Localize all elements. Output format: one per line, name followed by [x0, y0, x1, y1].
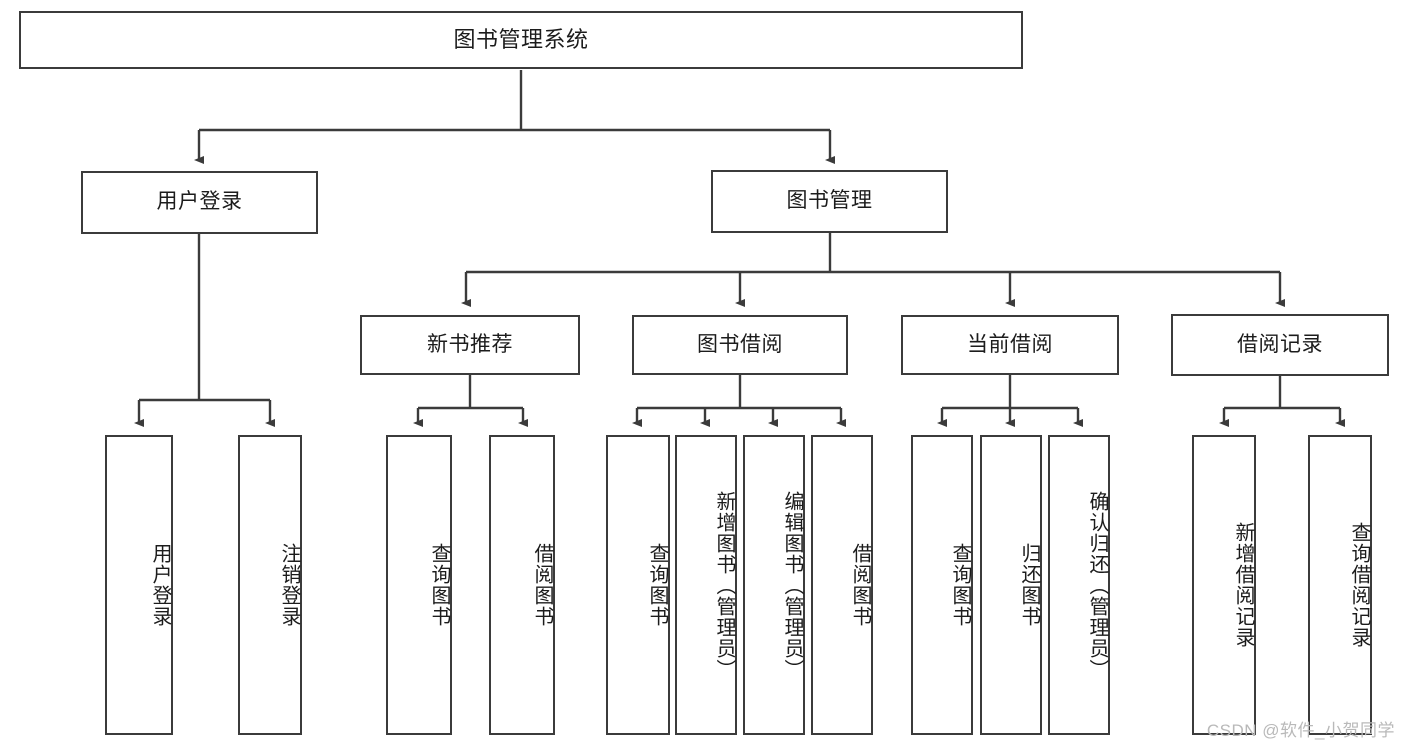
node-book-management[interactable]: 图书管理 [711, 170, 948, 233]
node-label: 查询图书 [646, 543, 668, 627]
node-label: 当前借阅 [967, 332, 1053, 356]
leaf-borrow-record-query[interactable]: 查询借阅记录 [1308, 435, 1372, 735]
leaf-current-borrow-confirm[interactable]: 确认归还（管理员） [1048, 435, 1110, 735]
node-label: 归还图书 [1018, 543, 1040, 627]
node-borrow-record[interactable]: 借阅记录 [1171, 314, 1389, 376]
node-book-borrow[interactable]: 图书借阅 [632, 315, 848, 375]
node-label: 确认归还（管理员） [1086, 490, 1108, 680]
node-label: 借阅图书 [849, 543, 871, 627]
leaf-new-book-borrow[interactable]: 借阅图书 [489, 435, 555, 735]
node-label: 借阅图书 [531, 543, 553, 627]
node-user-login[interactable]: 用户登录 [81, 171, 318, 234]
leaf-book-borrow-add[interactable]: 新增图书（管理员） [675, 435, 737, 735]
node-label: 注销登录 [278, 543, 300, 627]
leaf-user-login-logout[interactable]: 注销登录 [238, 435, 302, 735]
node-label: 图书管理 [786, 189, 873, 213]
leaf-book-borrow-query[interactable]: 查询图书 [606, 435, 670, 735]
node-new-book-recommend[interactable]: 新书推荐 [360, 315, 580, 375]
node-current-borrow[interactable]: 当前借阅 [901, 315, 1119, 375]
watermark-text: CSDN @软件_小贺同学 [1206, 721, 1395, 740]
node-label: 新增图书（管理员） [713, 490, 735, 680]
node-label: 图书借阅 [697, 332, 783, 356]
node-label: 用户登录 [156, 190, 243, 214]
node-label: 查询图书 [949, 543, 971, 627]
node-label: 借阅记录 [1237, 332, 1323, 356]
leaf-book-borrow-borrow[interactable]: 借阅图书 [811, 435, 873, 735]
node-label: 查询图书 [428, 543, 450, 627]
leaf-book-borrow-edit[interactable]: 编辑图书（管理员） [743, 435, 805, 735]
leaf-user-login-login[interactable]: 用户登录 [105, 435, 173, 735]
node-label: 编辑图书（管理员） [781, 490, 803, 680]
node-root-system[interactable]: 图书管理系统 [19, 11, 1023, 69]
leaf-new-book-query[interactable]: 查询图书 [386, 435, 452, 735]
leaf-current-borrow-return[interactable]: 归还图书 [980, 435, 1042, 735]
node-label: 用户登录 [149, 543, 171, 627]
node-label: 新书推荐 [427, 332, 513, 356]
leaf-current-borrow-query[interactable]: 查询图书 [911, 435, 973, 735]
leaf-borrow-record-add[interactable]: 新增借阅记录 [1192, 435, 1256, 735]
node-label: 查询借阅记录 [1348, 522, 1370, 648]
node-label: 新增借阅记录 [1232, 522, 1254, 648]
node-label: 图书管理系统 [453, 27, 589, 53]
